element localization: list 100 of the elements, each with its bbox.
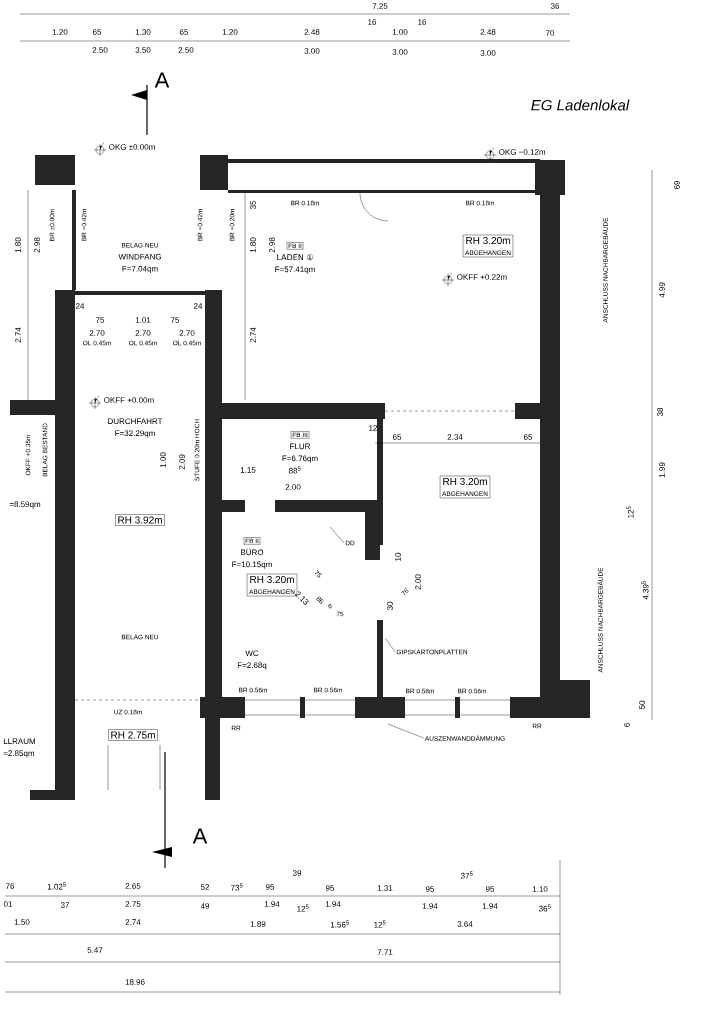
dimension-label: 69: [674, 180, 680, 190]
dimension-label: 2.70: [135, 330, 151, 336]
dimension-label: 2.98: [34, 237, 40, 253]
dimension-label: 95: [325, 885, 335, 891]
dimension-label: 2.70: [179, 330, 195, 336]
dimension-label: 24: [75, 303, 85, 309]
dimension-label: 7.25: [372, 3, 388, 9]
handwritten-note: EG Ladenlokal: [531, 99, 630, 111]
dimension-label: 95: [485, 886, 495, 892]
dimension-label: 10: [395, 552, 401, 561]
note-label: =8.59qm: [9, 501, 41, 509]
dimension-label: 73$^{5}$: [231, 883, 243, 891]
ceiling-height-box: RH 2.75m: [108, 729, 158, 741]
dimension-label: 12$^{5}$: [626, 506, 634, 518]
dimension-label: 95: [265, 884, 275, 890]
leader-line: [384, 637, 396, 653]
dimension-label: 1.50: [14, 919, 30, 925]
dimension-label: 65: [179, 29, 189, 35]
dimension-label: 18.96: [125, 979, 145, 985]
dimension-label: 39: [292, 870, 302, 876]
dimension-label: 2.75: [125, 901, 141, 907]
dimension-label: 2.48: [480, 29, 496, 35]
dimension-label: 50: [639, 700, 645, 710]
dimension-label: 30: [387, 601, 393, 611]
dimension-label: 16: [418, 19, 427, 25]
level-label: OKG −0.12m: [499, 149, 546, 155]
dimension-label: 36$^{5}$: [538, 904, 551, 912]
dimension-label: 35: [250, 200, 256, 210]
level-label: OKFF +0.22m: [457, 274, 507, 280]
dimension-label: 2.74: [15, 327, 21, 343]
dimension-label: 1.80: [250, 237, 256, 253]
dimension-label: 76: [5, 883, 15, 889]
leader-line: [329, 526, 345, 544]
dimension-label: 75: [170, 317, 180, 323]
dimension-label: 2.70: [89, 330, 105, 336]
dimension-label: 2.98: [269, 237, 275, 253]
dimension-label: 3.64: [457, 921, 473, 927]
dimension-label: 1.94: [264, 901, 280, 907]
ceiling-height-box: RH 3.92m: [115, 514, 165, 526]
dimension-label: 1.80: [15, 237, 21, 253]
dimension-label: 1.20: [222, 29, 238, 35]
dimension-label: 2.48: [304, 29, 320, 35]
dimension-label: 95: [425, 886, 435, 892]
dimension-label: 52: [200, 884, 210, 890]
room-label: WC F=2.68q: [237, 650, 267, 670]
dimension-label: 01: [3, 901, 13, 907]
room-label: LLRAUM =2.85qm: [3, 738, 35, 758]
leader-line: [387, 723, 424, 739]
dimension-label: 1.56$^{5}$: [330, 920, 349, 928]
dimension-label: 75: [95, 317, 105, 323]
dimension-label: 37$^{5}$: [460, 871, 473, 879]
dimension-label: 2.74: [125, 919, 141, 925]
section-label: A: [154, 72, 170, 88]
dimension-label: 3.00: [392, 49, 408, 55]
dimension-label: 2.50: [178, 47, 194, 53]
dimension-label: 12: [369, 425, 378, 431]
dimension-label: 3.00: [304, 48, 320, 54]
dimension-label: 1.01: [135, 317, 151, 323]
dimension-label: 3.50: [135, 47, 151, 53]
dimension-label: 12$^{5}$: [297, 904, 309, 912]
dimension-label: 65: [92, 29, 102, 35]
dimension-label: 2.34: [447, 434, 463, 440]
dimension-label: 2.50: [92, 47, 108, 53]
dimension-label: 1.00: [160, 452, 166, 468]
dimension-label: 1.02$^{5}$: [47, 882, 66, 890]
dimension-label: 65: [392, 434, 402, 440]
dimension-label: 2.74: [250, 327, 256, 343]
dimension-label: 70: [545, 30, 555, 36]
section-label: A: [192, 828, 208, 844]
dimension-label: 4.99: [659, 282, 665, 298]
room-label: DURCHFAHRT F=32.29qm: [108, 418, 163, 438]
dimension-label: 1.89: [250, 921, 266, 927]
level-label: OKFF +0.00m: [104, 397, 154, 403]
dimension-label: 1.10: [532, 886, 548, 892]
level-label: OKG ±0.00m: [109, 144, 155, 150]
dimension-label: 1.30: [135, 29, 151, 35]
dimension-label: 1.94: [325, 901, 341, 907]
dimension-label: 4.39$^{5}$: [641, 581, 649, 600]
dimension-label: 1.20: [52, 29, 68, 35]
dimension-label: 1.99: [659, 462, 665, 478]
dimension-label: 36: [550, 3, 560, 9]
dimension-label: 38: [657, 407, 663, 417]
dimension-label: 1.94: [482, 903, 498, 909]
dimension-label: 1.00: [392, 29, 408, 35]
dimension-label: 12$^{5}$: [374, 920, 386, 928]
dimension-label: 24: [193, 303, 203, 309]
dimension-label: 5.47: [87, 947, 103, 953]
dimension-label: 1.15: [240, 467, 256, 473]
dimension-label: 3.00: [480, 50, 496, 56]
dimension-label: 37: [60, 902, 70, 908]
dimension-label: 2.00: [415, 574, 421, 590]
dimension-label: 6: [624, 723, 630, 727]
dimension-label: 1.94: [422, 903, 438, 909]
dimension-label: 49: [200, 903, 210, 909]
dimension-label: 7.71: [377, 949, 393, 955]
dimension-label: 2.65: [125, 883, 141, 889]
dimension-label: 1.31: [377, 885, 393, 891]
dimension-label: 65: [523, 434, 533, 440]
dimension-label: 2.09: [179, 454, 185, 470]
dimension-label: 2.00: [285, 484, 301, 490]
